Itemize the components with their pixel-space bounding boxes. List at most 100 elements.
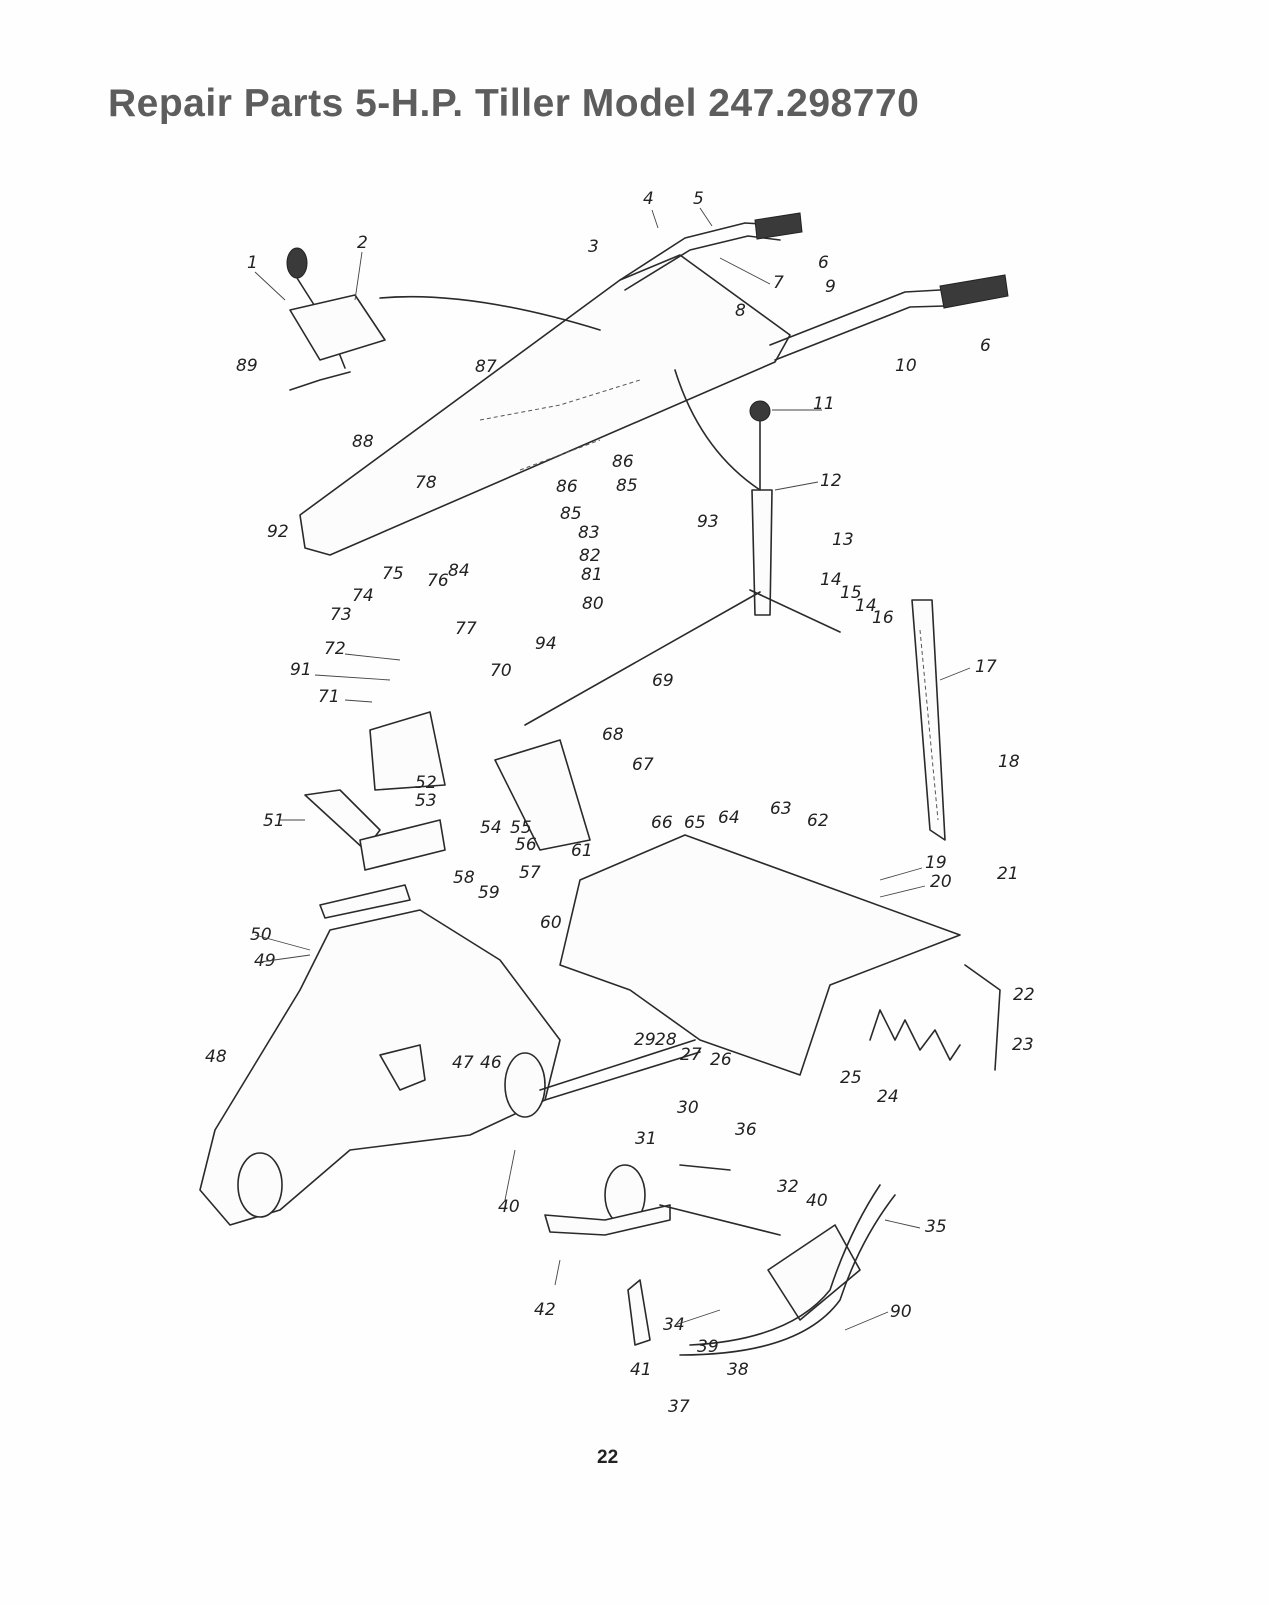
callout-83: 83 (578, 523, 600, 543)
callout-71: 71 (318, 687, 340, 707)
callout-25: 25 (840, 1068, 862, 1088)
callout-91: 91 (290, 660, 312, 680)
shift-rod (524, 591, 761, 726)
leader-lines (254, 207, 971, 1331)
callout-58: 58 (453, 868, 475, 888)
callout-86a: 86 (612, 452, 634, 472)
handle-grips (754, 212, 1009, 309)
callout-72: 72 (324, 639, 346, 659)
callout-1: 1 (247, 253, 258, 273)
callout-57: 57 (519, 863, 541, 883)
callout-73: 73 (330, 605, 352, 625)
callout-5: 5 (693, 189, 704, 209)
depth-stake-lever (674, 369, 841, 633)
callout-19: 19 (925, 853, 947, 873)
callout-20: 20 (930, 872, 952, 892)
callout-89: 89 (236, 356, 258, 376)
callout-87: 87 (475, 357, 497, 377)
callout-36: 36 (735, 1120, 757, 1140)
callout-92: 92 (267, 522, 289, 542)
callout-84: 84 (448, 561, 470, 581)
callout-26: 26 (710, 1050, 732, 1070)
callout-88: 88 (352, 432, 374, 452)
callout-8: 8 (735, 301, 746, 321)
callout-47: 47 (452, 1053, 474, 1073)
callout-41: 41 (630, 1360, 652, 1380)
callout-35: 35 (925, 1217, 947, 1237)
callout-11: 11 (813, 394, 835, 414)
callout-18: 18 (998, 752, 1020, 772)
callout-80: 80 (582, 594, 604, 614)
callout-22: 22 (1013, 985, 1035, 1005)
callout-50: 50 (250, 925, 272, 945)
page-number: 22 (597, 1447, 619, 1468)
callout-55: 55 (510, 818, 532, 838)
callout-4: 4 (643, 189, 654, 209)
callout-13: 13 (832, 530, 854, 550)
callout-29: 29 (634, 1030, 656, 1050)
tine-shield (559, 834, 1001, 1076)
callout-15: 15 (840, 583, 862, 603)
callout-51: 51 (263, 811, 285, 831)
callout-61: 61 (571, 841, 593, 861)
callout-28: 28 (655, 1030, 677, 1050)
callout-10: 10 (895, 356, 917, 376)
callout-60: 60 (540, 913, 562, 933)
callout-14b: 14 (855, 596, 877, 616)
callout-59: 59 (478, 883, 500, 903)
callout-38: 38 (727, 1360, 749, 1380)
callout-74: 74 (352, 586, 374, 606)
depth-stake (911, 599, 946, 841)
callout-94: 94 (535, 634, 557, 654)
callout-labels: 1 2 3 4 5 6 7 8 9 10 6 11 12 13 14 15 14… (205, 189, 1035, 1417)
callout-78: 78 (415, 473, 437, 493)
callout-68: 68 (602, 725, 624, 745)
callout-14a: 14 (820, 570, 842, 590)
transmission-housing (199, 909, 561, 1226)
callout-77: 77 (455, 619, 477, 639)
callout-75: 75 (382, 564, 404, 584)
callout-3: 3 (588, 237, 599, 257)
callout-12: 12 (820, 471, 842, 491)
callout-16: 16 (872, 608, 894, 628)
callout-53: 53 (415, 791, 437, 811)
callout-9: 9 (825, 277, 836, 297)
callout-85b: 85 (616, 476, 638, 496)
callout-63: 63 (770, 799, 792, 819)
callout-37: 37 (668, 1397, 690, 1417)
callout-32: 32 (777, 1177, 799, 1197)
callout-82: 82 (579, 546, 601, 566)
callout-39: 39 (697, 1337, 719, 1357)
shift-lever-assembly (286, 247, 601, 391)
tine-assembly (539, 1039, 896, 1356)
callout-6a: 6 (818, 253, 829, 273)
callout-24: 24 (877, 1087, 899, 1107)
callout-6b: 6 (980, 336, 991, 356)
callout-90: 90 (890, 1302, 912, 1322)
hitch-plates (304, 711, 591, 919)
callout-7: 7 (773, 273, 784, 293)
callout-48: 48 (205, 1047, 227, 1067)
callout-31: 31 (635, 1129, 657, 1149)
callout-62: 62 (807, 811, 829, 831)
page-title: Repair Parts 5-H.P. Tiller Model 247.298… (108, 82, 920, 125)
callout-46: 46 (480, 1053, 502, 1073)
callout-70: 70 (490, 661, 512, 681)
callout-21: 21 (997, 864, 1019, 884)
callout-86b: 86 (556, 477, 578, 497)
callout-23: 23 (1012, 1035, 1034, 1055)
callout-54: 54 (480, 818, 502, 838)
callout-30: 30 (677, 1098, 699, 1118)
callout-27: 27 (680, 1045, 702, 1065)
callout-52: 52 (415, 773, 437, 793)
callout-66: 66 (651, 813, 673, 833)
callout-67: 67 (632, 755, 654, 775)
callout-56: 56 (515, 835, 537, 855)
callout-2: 2 (357, 233, 368, 253)
callout-34: 34 (663, 1315, 685, 1335)
callout-69: 69 (652, 671, 674, 691)
callout-17: 17 (975, 657, 997, 677)
callout-85a: 85 (560, 504, 582, 524)
